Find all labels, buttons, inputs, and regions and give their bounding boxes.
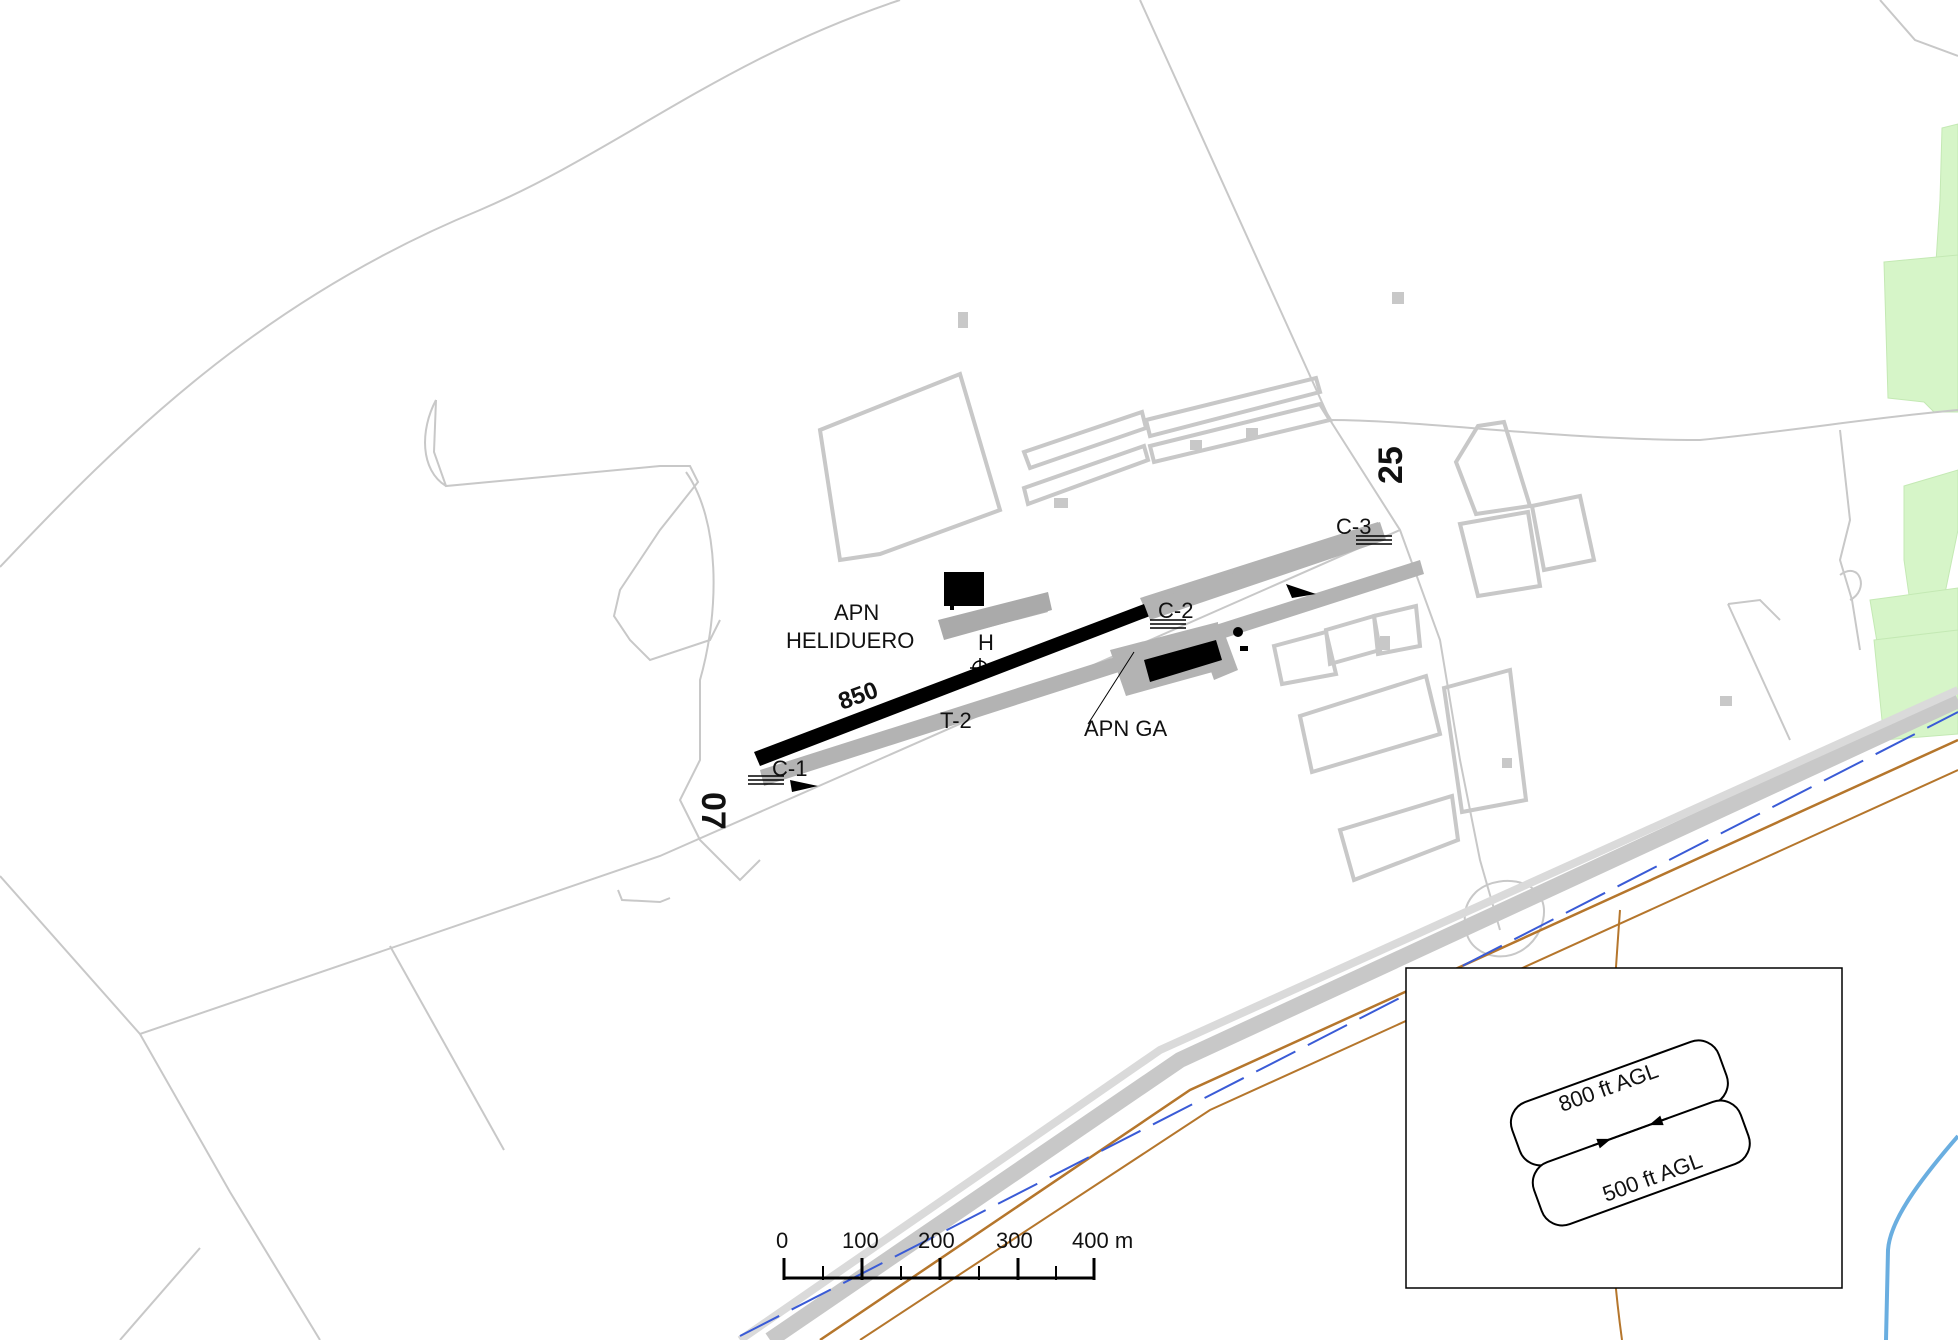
- apn-ga-leader-line: [1087, 651, 1135, 725]
- heliport-marker-icon: [970, 658, 990, 678]
- scale-bar: 0 100 200 300 400 m: [776, 1228, 1133, 1280]
- connector-c2-label: C-2: [1158, 598, 1193, 623]
- motorway: [737, 686, 1958, 1340]
- scale-label-0: 0: [776, 1228, 788, 1253]
- traffic-circuit-inset: 800 ft AGL 500 ft AGL: [1405, 967, 1843, 1289]
- scale-label-200: 200: [918, 1228, 955, 1253]
- scale-label-300: 300: [996, 1228, 1033, 1253]
- scale-label-100: 100: [842, 1228, 879, 1253]
- water-channel: [1884, 1134, 1958, 1340]
- taxiway-t2-label: T-2: [940, 708, 972, 733]
- apn-label: APN: [834, 600, 879, 625]
- heliduero-label: HELIDUERO: [786, 628, 914, 653]
- power-line: [739, 711, 1958, 1337]
- building-parcels: [817, 371, 1597, 883]
- approach-light-icons: [748, 535, 1392, 785]
- hangars: [944, 572, 1248, 682]
- direction-arrows: [790, 584, 1316, 792]
- runway-end-25-label: 25: [1372, 446, 1410, 484]
- apn-ga-label: APN GA: [1084, 716, 1167, 741]
- scale-label-400: 400 m: [1072, 1228, 1133, 1253]
- small-structures: [958, 292, 1732, 768]
- connector-c3-label: C-3: [1336, 514, 1371, 539]
- connector-c1-label: C-1: [772, 756, 807, 781]
- runway-end-07-label: 07: [694, 792, 732, 830]
- taxiways: [760, 522, 1424, 786]
- apron-areas: [938, 592, 1052, 640]
- vegetation-areas: [1869, 123, 1958, 741]
- runway-strip: [754, 522, 1386, 766]
- helipad-label: H: [978, 630, 994, 655]
